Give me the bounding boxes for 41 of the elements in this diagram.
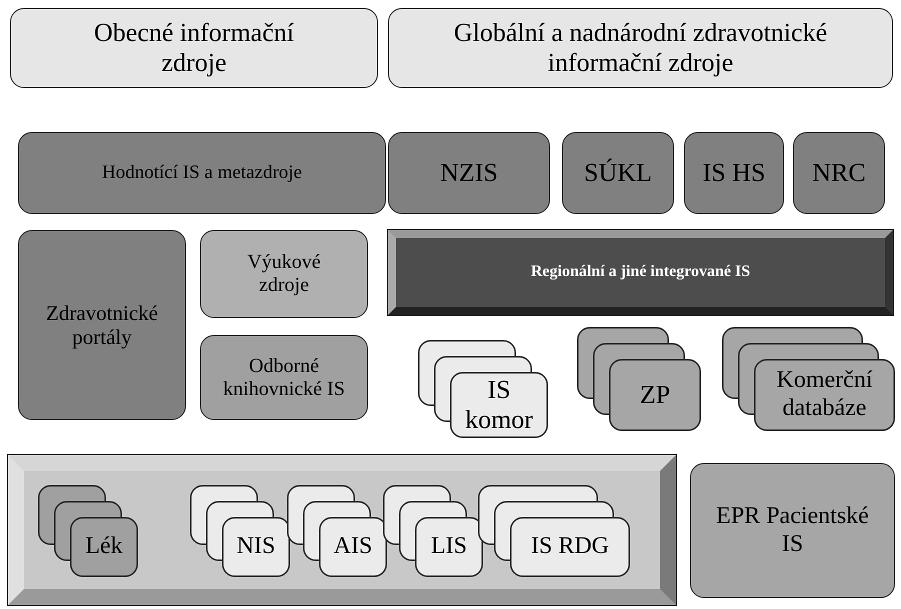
category-box — [18, 132, 386, 214]
box-label: Hodnotící IS a metazdroje — [102, 162, 302, 184]
card-stack — [478, 485, 630, 577]
category-box — [10, 8, 378, 88]
box-label: LIS — [430, 532, 468, 562]
card-stack — [722, 327, 895, 431]
box-label: Výukové zdroje — [246, 251, 322, 297]
category-box — [562, 132, 674, 214]
card-stack — [383, 485, 483, 577]
category-box — [793, 132, 885, 214]
box-label: NIS — [236, 532, 276, 562]
category-box — [200, 230, 368, 318]
box-label: Zdravotnické portály — [45, 300, 159, 350]
category-box — [388, 132, 550, 214]
category-box — [200, 335, 368, 420]
card-stack — [38, 485, 138, 577]
box-label: Komerční databáze — [776, 366, 874, 423]
category-box — [684, 132, 784, 214]
box-label: Obecné informační zdroje — [93, 18, 295, 78]
box-label: SÚKL — [584, 158, 652, 188]
category-box — [18, 230, 186, 420]
bevel-banner — [388, 230, 893, 315]
card-stack — [287, 485, 387, 577]
category-box — [690, 463, 895, 598]
box-label: Odborné knihovnické IS — [222, 354, 346, 400]
box-label: Regionální a jiné integrované IS — [530, 263, 750, 282]
box-label: IS HS — [702, 158, 766, 188]
box-label: Globální a nadnárodní zdravotnické informační zdroje — [452, 18, 828, 78]
box-label: Lék — [84, 532, 124, 562]
box-label: IS RDG — [530, 532, 610, 562]
box-label: EPR Pacientské IS — [715, 502, 870, 558]
box-label: IS komor — [464, 374, 534, 436]
box-label: ZP — [638, 379, 672, 412]
card-stack — [190, 485, 290, 577]
box-label: AIS — [332, 532, 374, 562]
card-stack — [577, 327, 701, 431]
category-box — [388, 8, 893, 88]
bevel-panel — [8, 455, 676, 605]
box-label: NZIS — [440, 158, 498, 188]
card-stack — [418, 340, 548, 438]
box-label: NRC — [812, 158, 866, 188]
